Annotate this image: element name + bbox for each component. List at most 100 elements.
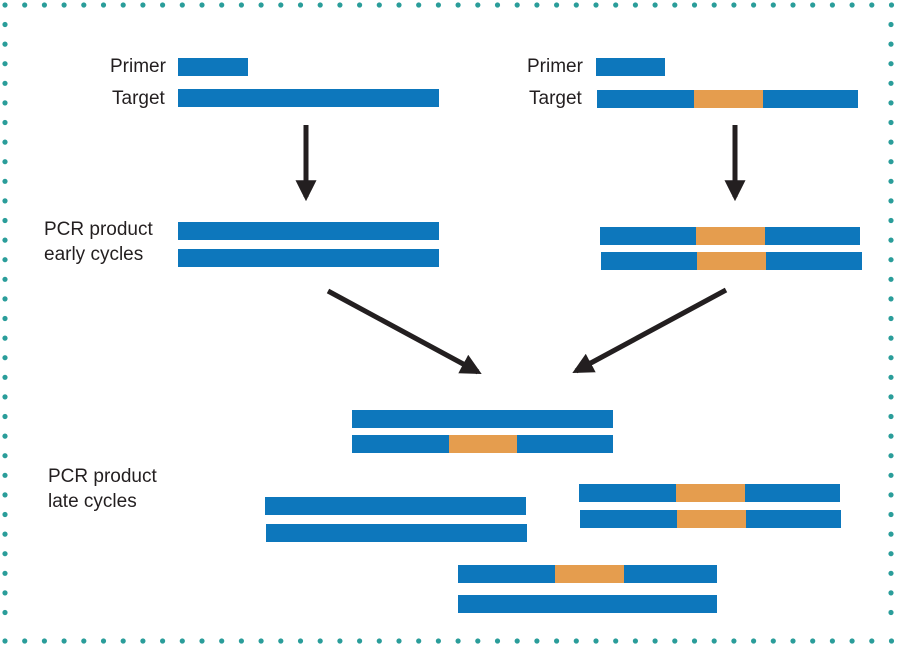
border-dot [849, 2, 855, 8]
strand-early-right-top [600, 227, 860, 245]
border-dot [22, 638, 28, 644]
dna-segment [600, 227, 696, 245]
border-dot [238, 2, 244, 8]
dna-segment [178, 58, 248, 76]
dna-segment [352, 410, 613, 428]
insert-segment [694, 90, 763, 108]
border-dot [514, 2, 520, 8]
dna-segment [458, 595, 717, 613]
border-dot [376, 638, 382, 644]
border-dot [199, 638, 205, 644]
border-dot [337, 2, 343, 8]
border-dot [888, 453, 894, 459]
border-dot [100, 638, 107, 644]
border-dot [790, 2, 796, 8]
border-dot [888, 198, 894, 204]
early-cycles-label-line2: early cycles [44, 244, 144, 265]
border-dot [455, 2, 461, 8]
border-dot [2, 492, 8, 498]
border-dot [278, 2, 284, 8]
dna-segment [265, 497, 526, 515]
border-dot [2, 159, 8, 165]
strand-late-center-top [352, 410, 613, 428]
border-dot [2, 119, 8, 126]
border-dot [652, 638, 658, 644]
insert-segment [449, 435, 517, 453]
border-dot [711, 638, 717, 644]
strand-left-target [178, 89, 439, 107]
border-dot [888, 413, 894, 420]
dna-segment [579, 484, 676, 502]
border-dot [61, 2, 67, 8]
border-dot [120, 638, 126, 644]
border-dot [2, 217, 8, 224]
border-dot [888, 374, 894, 380]
strand-late-right-bottom [580, 510, 841, 528]
border-dot [672, 638, 678, 644]
dna-segment [352, 435, 449, 453]
border-dot [593, 638, 599, 644]
dna-segment [624, 565, 717, 583]
border-dot [376, 2, 382, 8]
border-dot [41, 2, 48, 8]
border-dot [810, 638, 816, 644]
dna-segment [765, 227, 860, 245]
border-dot [810, 2, 816, 8]
border-dot [632, 2, 639, 8]
border-dot [691, 638, 698, 644]
border-dot [2, 21, 8, 28]
border-dot [2, 374, 8, 380]
border-dot [258, 638, 264, 644]
border-dot [691, 2, 698, 8]
border-dot [396, 638, 402, 644]
border-dot [573, 2, 579, 8]
arrow-left-diagonal-icon [326, 288, 482, 375]
border-dot [258, 2, 264, 8]
border-dot [888, 100, 894, 106]
border-dot [2, 198, 8, 204]
border-dot [2, 609, 8, 616]
border-dot [573, 638, 579, 644]
border-dot [416, 638, 422, 644]
border-dot [888, 609, 894, 616]
dna-segment [766, 252, 862, 270]
border-dot [337, 638, 343, 644]
border-dot [2, 61, 8, 67]
border-dot [120, 2, 126, 8]
border-dot [751, 638, 757, 644]
strand-right-target [597, 90, 858, 108]
border-dot [22, 2, 28, 8]
left-target-label: Target [112, 88, 165, 109]
strands-group [178, 58, 862, 613]
border-dot [2, 433, 8, 439]
strand-late-left-bottom [266, 524, 527, 542]
border-dot [888, 237, 894, 243]
border-dot [278, 638, 284, 644]
border-dot [672, 2, 678, 8]
border-dot [100, 2, 107, 8]
border-dot [140, 2, 146, 8]
strand-left-primer [178, 58, 248, 76]
border-dot [475, 2, 481, 8]
border-dot [219, 638, 225, 644]
border-dot [888, 570, 894, 576]
insert-segment [555, 565, 624, 583]
insert-segment [676, 484, 745, 502]
border-dot [2, 413, 8, 420]
dna-segment [596, 58, 665, 76]
border-dot [888, 159, 894, 165]
border-dot [41, 638, 48, 644]
border-dot [888, 217, 894, 224]
border-dot [2, 355, 8, 361]
border-dot [888, 472, 894, 478]
arrow-right-diagonal-icon [572, 287, 728, 374]
border-dot [494, 638, 501, 644]
border-dot [2, 139, 8, 145]
dna-segment [746, 510, 841, 528]
border-dot [2, 335, 8, 341]
border-dot [711, 2, 717, 8]
dna-segment [458, 565, 555, 583]
left-primer-label: Primer [110, 56, 166, 77]
border-dot [888, 551, 894, 557]
dna-segment [580, 510, 677, 528]
